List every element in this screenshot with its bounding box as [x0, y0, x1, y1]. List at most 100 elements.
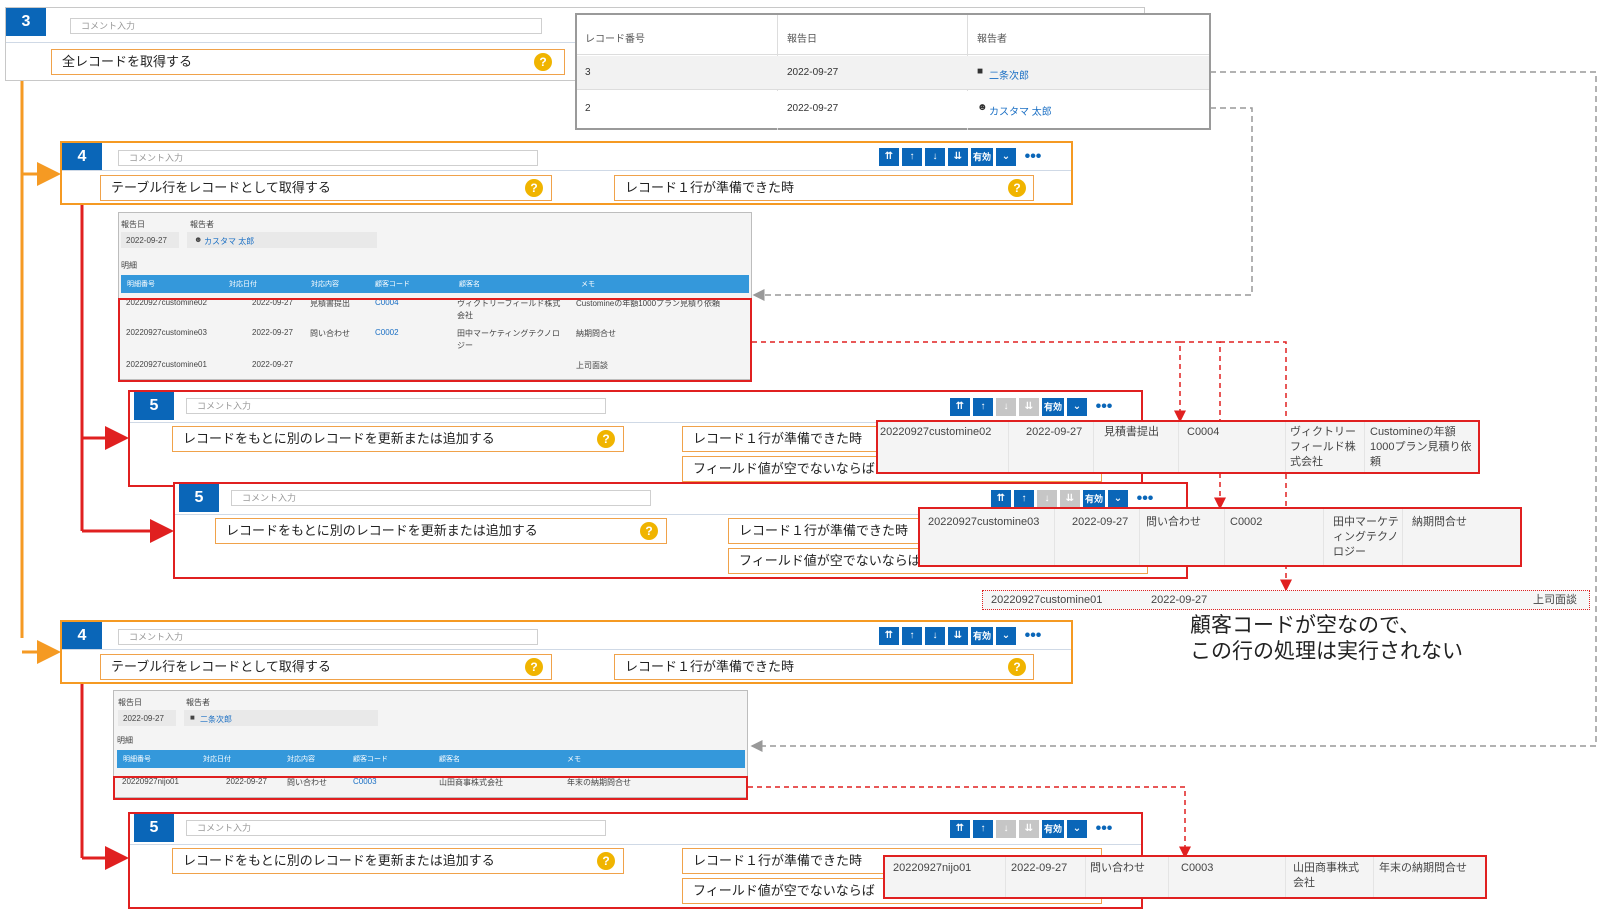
table-row[interactable]: 20220927customine01 2022-09-27 上司面談: [121, 355, 749, 377]
step5a-comment-input[interactable]: コメント入力: [186, 398, 606, 414]
more-menu-icon[interactable]: •••: [1024, 627, 1042, 644]
chevron-down-icon[interactable]: ⌄: [1108, 490, 1128, 508]
step4b-condition-field[interactable]: レコード１行が準備できた時 ?: [614, 654, 1034, 680]
step4a-action-field[interactable]: テーブル行をレコードとして取得する ?: [100, 175, 552, 201]
move-up-icon[interactable]: ↑: [902, 148, 922, 166]
record-a-table-label: 明細: [121, 261, 137, 270]
cell-content: 問い合わせ: [310, 329, 350, 338]
step3-divider: [6, 42, 1142, 43]
more-menu-icon[interactable]: •••: [1095, 820, 1113, 837]
callout-date: 2022-09-27: [1072, 516, 1129, 528]
cell-code[interactable]: C0003: [353, 777, 377, 786]
step5b-condition2-label: フィールド値が空でないならば: [739, 553, 921, 568]
help-icon[interactable]: ?: [1008, 658, 1026, 676]
callout-row-3: 20220927customine01 2022-09-27 上司面談: [982, 590, 1590, 610]
help-icon[interactable]: ?: [525, 179, 543, 197]
help-icon[interactable]: ?: [1008, 179, 1026, 197]
move-down-icon[interactable]: ↓: [925, 148, 945, 166]
record-a-reporter[interactable]: カスタマ 太郎: [204, 237, 255, 246]
record-b-table-label: 明細: [117, 736, 133, 745]
step3-action-label: 全レコードを取得する: [62, 54, 193, 69]
enabled-toggle[interactable]: 有効: [1042, 820, 1064, 838]
cell-memo: Customineの年額1000プラン見積り依頼: [576, 299, 721, 308]
gray-dashed-link-record3: [750, 71, 1597, 752]
cell-code[interactable]: C0004: [375, 298, 399, 307]
enabled-toggle[interactable]: 有効: [971, 627, 993, 645]
step5c-comment-input[interactable]: コメント入力: [186, 820, 606, 836]
help-icon[interactable]: ?: [597, 430, 615, 448]
callout-name-line: 田中マーケテ: [1333, 516, 1399, 528]
move-to-top-icon[interactable]: ⇈: [991, 490, 1011, 508]
chevron-down-icon[interactable]: ⌄: [996, 627, 1016, 645]
step4a-condition-field[interactable]: レコード１行が準備できた時 ?: [614, 175, 1034, 201]
step5a-action-label: レコードをもとに別のレコードを更新または追加する: [183, 431, 495, 446]
step5b-comment-input[interactable]: コメント入力: [231, 490, 651, 506]
step5c-condition2-label: フィールド値が空でないならば: [693, 883, 875, 898]
enabled-toggle[interactable]: 有効: [971, 148, 993, 166]
record-b-reporter[interactable]: 二条次郎: [200, 715, 232, 724]
step4b-comment-input[interactable]: コメント入力: [118, 629, 538, 645]
record-list-cell-reporter[interactable]: カスタマ 太郎: [989, 107, 1052, 118]
callout-content: 問い合わせ: [1146, 516, 1201, 528]
record-b-table-header: 明細番号 対応日付 対応内容 顧客コード 顧客名 メモ: [117, 750, 745, 768]
move-to-bottom-icon[interactable]: ⇊: [948, 148, 968, 166]
move-up-icon[interactable]: ↑: [902, 627, 922, 645]
move-up-icon[interactable]: ↑: [1014, 490, 1034, 508]
table-row[interactable]: 20220927nijo01 2022-09-27 問い合わせ C0003 山田…: [117, 771, 745, 793]
step3-comment-input[interactable]: コメント入力: [70, 18, 542, 34]
step5c-toolbar: ⇈ ↑ ↓ ⇊ 有効 ⌄ •••: [950, 820, 1118, 838]
move-to-top-icon[interactable]: ⇈: [879, 627, 899, 645]
record-list-row[interactable]: 2 2022-09-27 ☻ カスタマ 太郎: [577, 91, 1209, 128]
move-down-icon: ↓: [996, 398, 1016, 416]
cell-code[interactable]: C0002: [375, 328, 399, 337]
record-list-cell-no: 2: [585, 103, 591, 114]
move-down-icon[interactable]: ↓: [925, 627, 945, 645]
cell-name: 田中マーケティングテクノロジー: [457, 329, 560, 350]
step5c-action-field[interactable]: レコードをもとに別のレコードを更新または追加する ?: [172, 848, 624, 874]
red-dashed-link-row3: [1220, 341, 1292, 592]
callout-name-line: 会社: [1293, 877, 1315, 889]
table-row[interactable]: 20220927customine03 2022-09-27 問い合わせ C00…: [121, 325, 749, 355]
enabled-toggle[interactable]: 有効: [1042, 398, 1064, 416]
red-dashed-link-row4: [748, 786, 1191, 859]
callout-code[interactable]: C0004: [1187, 426, 1220, 438]
chevron-down-icon[interactable]: ⌄: [1067, 820, 1087, 838]
more-menu-icon[interactable]: •••: [1136, 490, 1154, 507]
move-down-icon: ↓: [1037, 490, 1057, 508]
callout-memo-line: 年末の納期問合せ: [1379, 862, 1467, 874]
step4a-comment-input[interactable]: コメント入力: [118, 150, 538, 166]
step5b-action-field[interactable]: レコードをもとに別のレコードを更新または追加する ?: [215, 518, 667, 544]
cell-id: 20220927customine02: [126, 298, 207, 307]
move-up-icon[interactable]: ↑: [973, 820, 993, 838]
chevron-down-icon[interactable]: ⌄: [1067, 398, 1087, 416]
record-b-date: 2022-09-27: [123, 714, 164, 723]
step4b-action-label: テーブル行をレコードとして取得する: [111, 659, 331, 674]
more-menu-icon[interactable]: •••: [1095, 398, 1113, 415]
table-row[interactable]: 20220927customine02 2022-09-27 見積書提出 C00…: [121, 295, 749, 325]
enabled-toggle[interactable]: 有効: [1083, 490, 1105, 508]
move-to-bottom-icon[interactable]: ⇊: [948, 627, 968, 645]
callout-memo-line: Customineの年額: [1370, 426, 1456, 438]
more-menu-icon[interactable]: •••: [1024, 148, 1042, 165]
callout-date: 2022-09-27: [1011, 862, 1068, 874]
avatar-icon: ☻: [977, 102, 988, 113]
callout-id: 20220927customine03: [928, 516, 1040, 528]
callout-name-line: フィールド株: [1290, 441, 1356, 453]
help-icon[interactable]: ?: [640, 522, 658, 540]
move-up-icon[interactable]: ↑: [973, 398, 993, 416]
help-icon[interactable]: ?: [525, 658, 543, 676]
move-to-top-icon[interactable]: ⇈: [879, 148, 899, 166]
move-to-top-icon[interactable]: ⇈: [950, 398, 970, 416]
step3-action-field[interactable]: 全レコードを取得する ?: [51, 49, 565, 75]
step4b-action-field[interactable]: テーブル行をレコードとして取得する ?: [100, 654, 552, 680]
callout-code[interactable]: C0002: [1230, 516, 1263, 528]
help-icon[interactable]: ?: [597, 852, 615, 870]
chevron-down-icon[interactable]: ⌄: [996, 148, 1016, 166]
callout-code[interactable]: C0003: [1181, 862, 1214, 874]
move-to-top-icon[interactable]: ⇈: [950, 820, 970, 838]
help-icon[interactable]: ?: [534, 53, 552, 71]
step5b-action-label: レコードをもとに別のレコードを更新または追加する: [226, 523, 538, 538]
step5a-action-field[interactable]: レコードをもとに別のレコードを更新または追加する ?: [172, 426, 624, 452]
record-list-row[interactable]: 3 2022-09-27 ■ 二条次郎: [577, 56, 1209, 90]
record-list-cell-reporter[interactable]: 二条次郎: [989, 71, 1029, 82]
